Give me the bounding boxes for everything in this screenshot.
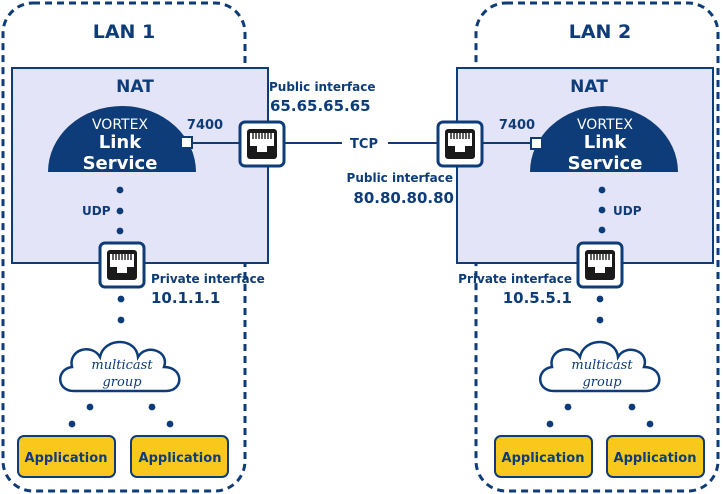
lan1-cloud-line1: multicast <box>91 358 153 373</box>
lan1-boundary <box>1 1 247 493</box>
lan2-public-ip: 80.80.80.80 <box>353 189 454 207</box>
lan2-udp-dots <box>598 186 606 234</box>
lan2-port-square-icon <box>530 137 543 150</box>
lan1-app-dots <box>68 403 174 428</box>
lan2-private-ethernet-port-icon[interactable] <box>576 241 624 289</box>
lan1-application-1-label: Application <box>25 451 108 466</box>
lan2-title: LAN 2 <box>569 21 632 43</box>
lan2-public-ethernet-port-icon[interactable] <box>436 120 484 168</box>
lan1-udp-label: UDP <box>82 204 111 218</box>
lan2-application-1-label: Application <box>502 451 585 466</box>
lan1-service-line3: Service <box>83 153 158 174</box>
lan1-application-2[interactable]: Application <box>130 435 229 478</box>
lan2-udp-label: UDP <box>613 204 642 218</box>
lan2-cloud-line1: multicast <box>571 358 633 373</box>
lan1-link-dots <box>117 295 125 324</box>
lan1-application-1[interactable]: Application <box>17 435 116 478</box>
lan1-port-square-icon <box>180 136 193 149</box>
lan2-application-2[interactable]: Application <box>606 435 705 478</box>
lan2-service-line2: Link <box>584 132 627 153</box>
tcp-label: TCP <box>350 137 378 152</box>
lan1-group: LAN 1 NAT VORTEX Link Service 7400 Publi… <box>1 1 375 493</box>
lan2-service-dome-icon <box>530 106 678 172</box>
lan2-nat-title: NAT <box>570 77 608 97</box>
lan1-cloud-line2: group <box>102 375 142 390</box>
lan2-boundary <box>474 1 720 493</box>
lan2-port-number: 7400 <box>499 118 535 133</box>
lan2-service-line1: VORTEX <box>577 117 633 133</box>
lan2-app-dots <box>546 403 654 428</box>
lan1-private-ip: 10.1.1.1 <box>151 289 220 307</box>
lan2-application-2-label: Application <box>614 451 697 466</box>
lan1-public-label: Public interface <box>269 80 375 94</box>
tcp-link: TCP <box>284 137 438 152</box>
lan1-port-number: 7400 <box>187 118 223 133</box>
lan2-service-line3: Service <box>568 153 643 174</box>
lan2-cloud-line2: group <box>582 375 622 390</box>
lan1-nat-title: NAT <box>116 77 154 97</box>
lan1-public-ip: 65.65.65.65 <box>270 97 371 115</box>
lan1-private-ethernet-port-icon[interactable] <box>98 241 146 289</box>
lan2-application-1[interactable]: Application <box>494 435 593 478</box>
lan1-private-label: Private interface <box>151 272 265 286</box>
lan2-private-ip: 10.5.5.1 <box>503 289 572 307</box>
lan2-group: LAN 2 NAT VORTEX Link Service 7400 Publi… <box>347 1 720 493</box>
lan1-title: LAN 1 <box>93 21 156 43</box>
lan1-service-line2: Link <box>99 132 142 153</box>
lan2-private-label: Private interface <box>458 272 572 286</box>
lan1-udp-dots <box>116 186 124 235</box>
lan2-public-label: Public interface <box>347 171 453 185</box>
lan2-link-dots <box>596 295 604 324</box>
lan1-service-dome-icon <box>48 106 196 172</box>
lan1-public-ethernet-port-icon[interactable] <box>238 120 286 168</box>
lan1-service-line1: VORTEX <box>92 117 148 133</box>
lan1-application-2-label: Application <box>139 451 222 466</box>
